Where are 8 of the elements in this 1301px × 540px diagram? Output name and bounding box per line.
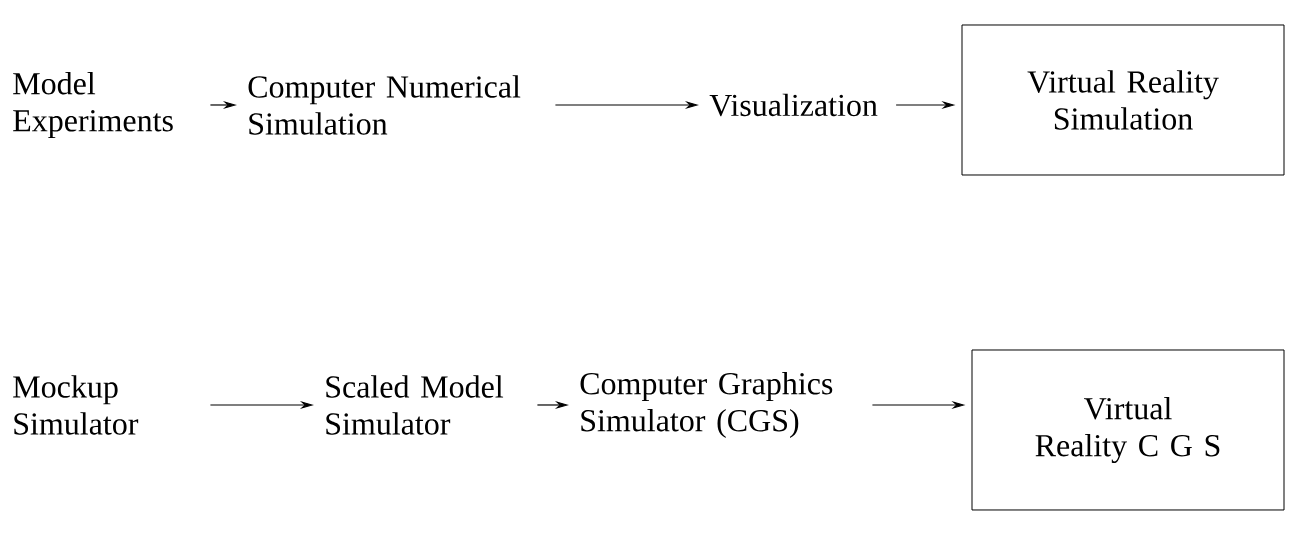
step-label: Mockup Simulator [13,375,139,435]
step-label: Computer Numerical Simulation [248,75,521,135]
step-label: Model Experiments [13,72,173,138]
process-box: Virtual Reality C G S [971,349,1285,511]
step-label: Visualization [709,93,878,117]
step-label: Scaled Model Simulator [326,375,504,435]
step-label: Computer Graphics Simulator (CGS) [580,372,833,438]
process-box: Virtual Reality Simulation [961,24,1285,176]
